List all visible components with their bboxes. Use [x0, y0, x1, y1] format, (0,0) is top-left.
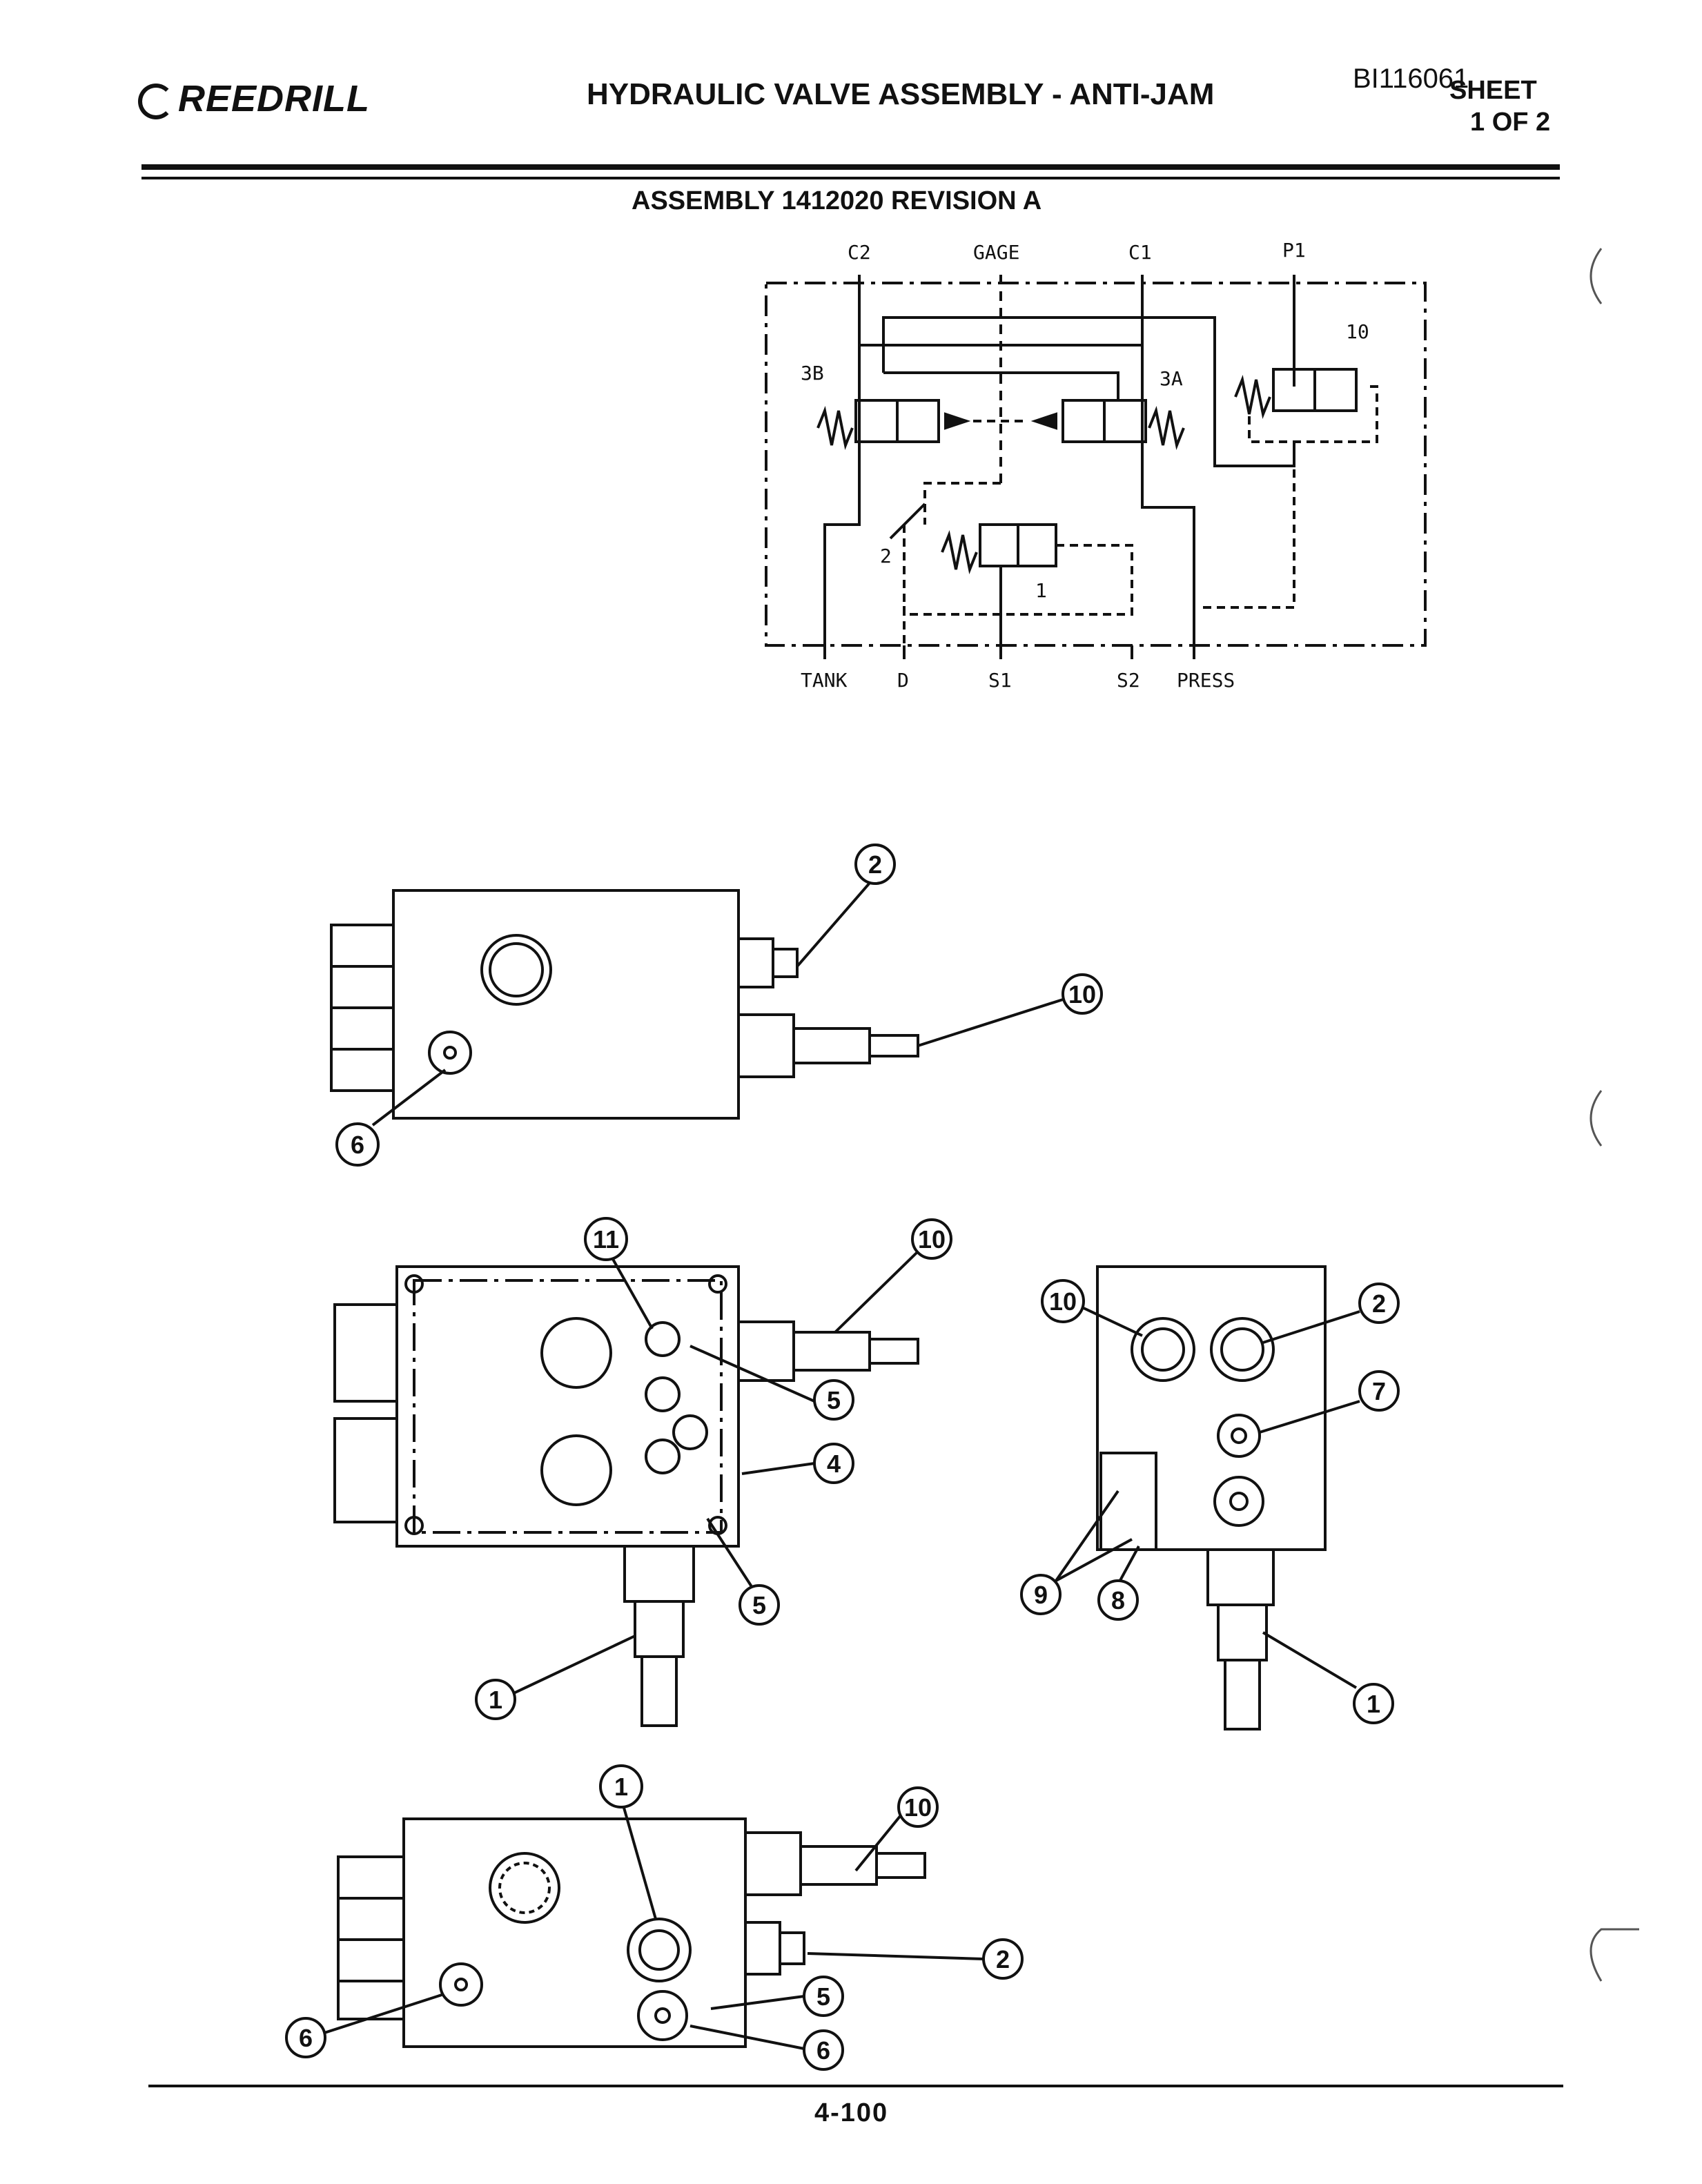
port-gage-label: GAGE [973, 241, 1019, 264]
binder-marks [1589, 248, 1639, 1982]
top-view [330, 889, 919, 1120]
port-c1-label: C1 [1128, 241, 1152, 264]
side-view [1096, 1265, 1327, 1730]
callout-view2-10: 10 [918, 1225, 946, 1254]
callout-view3-1: 1 [1367, 1690, 1380, 1718]
callout-view3-8: 8 [1111, 1586, 1125, 1615]
callout-view3-2: 2 [1372, 1289, 1386, 1318]
callout-view4-5: 5 [816, 1982, 830, 2011]
callout-view1-6: 6 [351, 1131, 364, 1159]
port-c2-label: C2 [848, 241, 871, 264]
callout-view4-2: 2 [996, 1945, 1010, 1973]
callout-view4-1: 1 [614, 1773, 628, 1801]
sheet-label: SHEET [1449, 76, 1537, 105]
bottom-view [337, 1817, 926, 2048]
footer-rule [148, 2085, 1563, 2087]
callout-view4-10: 10 [904, 1793, 932, 1822]
brand-name: REEDRILL [178, 78, 370, 119]
callout-view2-5b: 5 [752, 1591, 766, 1619]
document-id: BI116061 [1353, 64, 1469, 94]
assembly-views: 2 10 6 11 10 5 4 5 1 10 2 7 9 8 1 1 10 2… [285, 844, 1400, 2071]
callout-view4-6b: 6 [299, 2024, 313, 2052]
callout-view2-5a: 5 [827, 1386, 841, 1414]
brand-logo: REEDRILL [138, 77, 370, 120]
port-s1-label: S1 [988, 669, 1012, 692]
callout-view2-1: 1 [489, 1686, 502, 1714]
hydraulic-schematic: C2 GAGE C1 P1 TANK D S1 S2 PRESS 3B 3A 1… [765, 239, 1427, 692]
callout-view3-9: 9 [1034, 1581, 1048, 1609]
callout-view3-7: 7 [1372, 1377, 1386, 1405]
callout-view1-2: 2 [868, 850, 882, 879]
front-view [333, 1265, 919, 1727]
page-number: 4-100 [814, 2098, 889, 2127]
port-tank-label: TANK [801, 669, 848, 692]
port-press-label: PRESS [1177, 669, 1235, 692]
header-rule-thin [141, 177, 1560, 179]
valve-3a-label: 3A [1160, 367, 1183, 390]
callout-view2-4: 4 [827, 1450, 841, 1478]
logo-swirl-icon [138, 83, 174, 119]
callout-view1-10: 10 [1068, 980, 1096, 1008]
callout-view2-11: 11 [593, 1225, 619, 1254]
port-d-label: D [897, 669, 909, 692]
assembly-subtitle: ASSEMBLY 1412020 REVISION A [632, 186, 1042, 215]
callout-view3-10: 10 [1049, 1287, 1077, 1316]
valve-3b-label: 3B [801, 362, 824, 384]
valve-1-label: 1 [1035, 579, 1047, 602]
port-s2-label: S2 [1117, 669, 1140, 692]
port-p1-label: P1 [1282, 239, 1306, 262]
page-title: HYDRAULIC VALVE ASSEMBLY - ANTI-JAM [587, 77, 1215, 111]
callout-view4-6a: 6 [816, 2036, 830, 2065]
sheet-number: 1 OF 2 [1470, 108, 1551, 137]
header-rule-thick [141, 164, 1560, 170]
schematic-border [765, 282, 1427, 647]
valve-2-label: 2 [880, 545, 892, 567]
valve-10-label: 10 [1346, 320, 1369, 343]
